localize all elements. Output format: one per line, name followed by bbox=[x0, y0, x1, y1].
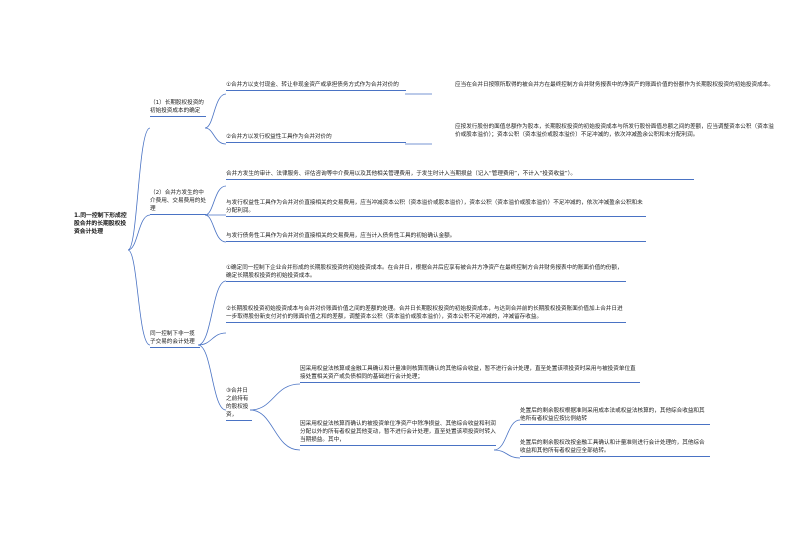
leaf-text: ①确定同一控制下企业合并形成的长期股权投资的初始投资成本。在合并日，根据合并后应… bbox=[226, 265, 623, 279]
leaf-underline bbox=[520, 455, 710, 457]
node-other-equity-changes: 因采用权益法核算而确认的被投资单位净资产中除净损益、其他综合收益和利润分配以外的… bbox=[300, 421, 496, 446]
leaf-text: 应当在合并日按照所取得的被合并方在最终控制方合并财务报表中的净资产的账面价值的份… bbox=[455, 82, 774, 88]
branch-label: （1）长期股权投资的初始投资成本的确定 bbox=[150, 100, 204, 114]
leaf-underline bbox=[226, 280, 626, 282]
branch-underline bbox=[150, 213, 206, 215]
branch-label: （2）合并方发生的中介费用、交易费用的处理 bbox=[150, 190, 206, 212]
leaf-text: ②长期股权投资初始投资成本与合并对价账面价值之间的差额的处理。合并日长期股权投资… bbox=[226, 306, 623, 320]
branch-label: 同一控制下非一揽子交易的会计处理 bbox=[150, 331, 195, 345]
link-deep-l2 bbox=[493, 449, 521, 459]
leaf-text: 应按发行股份的面值总额作为股本，长期股权投资的初始投资成本与所发行股份面值总额之… bbox=[455, 124, 774, 138]
leaf-text: 处置后的剩余股权根据准则采用成本法或权益法核算的，其他综合收益和其他所有者权益应… bbox=[520, 408, 705, 422]
branch-underline bbox=[150, 115, 206, 117]
leaf-cost-or-equity-method: 处置后的剩余股权根据准则采用成本法或权益法核算的，其他综合收益和其他所有者权益应… bbox=[520, 408, 710, 425]
leaf-oci-treatment: 因采用权益法核算或金融工具确认和计量准则核算而确认的其他综合收益，暂不进行会计处… bbox=[300, 366, 640, 383]
link-b3-c3 bbox=[197, 344, 227, 411]
leaf-underline bbox=[300, 381, 640, 383]
node-label: 因采用权益法核算而确认的被投资单位净资产中除净损益、其他综合收益和利润分配以外的… bbox=[300, 421, 496, 443]
leaf-underline bbox=[226, 240, 646, 242]
node-label: ①合并方以支付现金、转让非现金资产或承担债务方式作为合并对价的 bbox=[226, 82, 399, 88]
leaf-text: 与发行债务性工具作为合并对价直接相关的交易费用，应当计入债务性工具的初始确认金额… bbox=[226, 233, 456, 239]
leaf-underline bbox=[226, 321, 626, 323]
branch-non-package: 同一控制下非一揽子交易的会计处理 bbox=[150, 331, 200, 348]
link-b1-c2 bbox=[204, 127, 227, 145]
branch-initial-cost: （1）长期股权投资的初始投资成本的确定 bbox=[150, 100, 206, 117]
branch-underline bbox=[150, 346, 200, 348]
leaf-difference-treatment: ②长期股权投资初始投资成本与合并对价账面价值之间的差额的处理。合并日长期股权投资… bbox=[226, 306, 626, 323]
leaf-text: 合并方发生的审计、法律服务、评估咨询等中介费用以及其他相关管理费用，于发生时计入… bbox=[226, 171, 577, 177]
node-underline bbox=[300, 444, 496, 446]
link-root-b3 bbox=[127, 249, 151, 346]
link-deep-l1 bbox=[493, 419, 521, 451]
link-root-b1 bbox=[127, 127, 151, 251]
node-prior-equity: ③合并日之前持有的股权投资， bbox=[226, 388, 252, 421]
node-underline bbox=[226, 141, 406, 143]
leaf-cash-consideration: 应当在合并日按照所取得的被合并方在最终控制方合并财务报表中的净资产的账面价值的份… bbox=[455, 82, 777, 90]
link-b1-c1 bbox=[204, 93, 227, 129]
link-b2-l3 bbox=[204, 214, 227, 243]
root-topic: 1.同一控制下形成控股合并的长期股权投资会计处理 bbox=[74, 213, 127, 236]
leaf-underline bbox=[226, 215, 646, 217]
link-b3-l1 bbox=[197, 280, 227, 346]
node-equity-consideration: ②合并方以发行权益性工具作为合并对价的 bbox=[226, 134, 406, 143]
node-underline bbox=[226, 419, 252, 421]
link-c3-l2 bbox=[249, 409, 301, 451]
leaf-underline bbox=[226, 178, 694, 180]
leaf-equity-issue-fees: 与发行权益性工具作为合并对价直接相关的交易费用，应当冲减资本公积（资本溢价或股本… bbox=[226, 200, 646, 217]
node-label: ②合并方以发行权益性工具作为合并对价的 bbox=[226, 134, 332, 140]
node-cash-consideration: ①合并方以支付现金、转让非现金资产或承担债务方式作为合并对价的 bbox=[226, 82, 406, 91]
node-label: ③合并日之前持有的股权投资， bbox=[226, 388, 249, 418]
branch-fees: （2）合并方发生的中介费用、交易费用的处理 bbox=[150, 190, 206, 215]
link-b2-l1 bbox=[204, 185, 227, 216]
leaf-underline bbox=[520, 423, 710, 425]
leaf-text: 与发行权益性工具作为合并对价直接相关的交易费用，应当冲减资本公积（资本溢价或股本… bbox=[226, 200, 643, 214]
link-root-b2 bbox=[127, 214, 151, 251]
leaf-text: 因采用权益法核算或金融工具确认和计量准则核算而确认的其他综合收益，暂不进行会计处… bbox=[300, 366, 636, 380]
leaf-debt-issue-fees: 与发行债务性工具作为合并对价直接相关的交易费用，应当计入债务性工具的初始确认金额… bbox=[226, 233, 646, 242]
node-underline bbox=[226, 89, 406, 91]
leaf-initial-cost-determination: ①确定同一控制下企业合并形成的长期股权投资的初始投资成本。在合并日，根据合并后应… bbox=[226, 265, 626, 282]
leaf-financial-instrument: 处置后的剩余股权改按金融工具确认和计量准则进行会计处理的，其他综合收益和其他所有… bbox=[520, 440, 710, 457]
leaf-intermediary-fees: 合并方发生的审计、法律服务、评估咨询等中介费用以及其他相关管理费用，于发生时计入… bbox=[226, 171, 694, 180]
link-c3-l1 bbox=[249, 383, 301, 411]
leaf-text: 处置后的剩余股权改按金融工具确认和计量准则进行会计处理的，其他综合收益和其他所有… bbox=[520, 440, 705, 454]
link-b3-l2 bbox=[197, 332, 227, 346]
leaf-equity-consideration: 应按发行股份的面值总额作为股本，长期股权投资的初始投资成本与所发行股份面值总额之… bbox=[455, 124, 777, 140]
